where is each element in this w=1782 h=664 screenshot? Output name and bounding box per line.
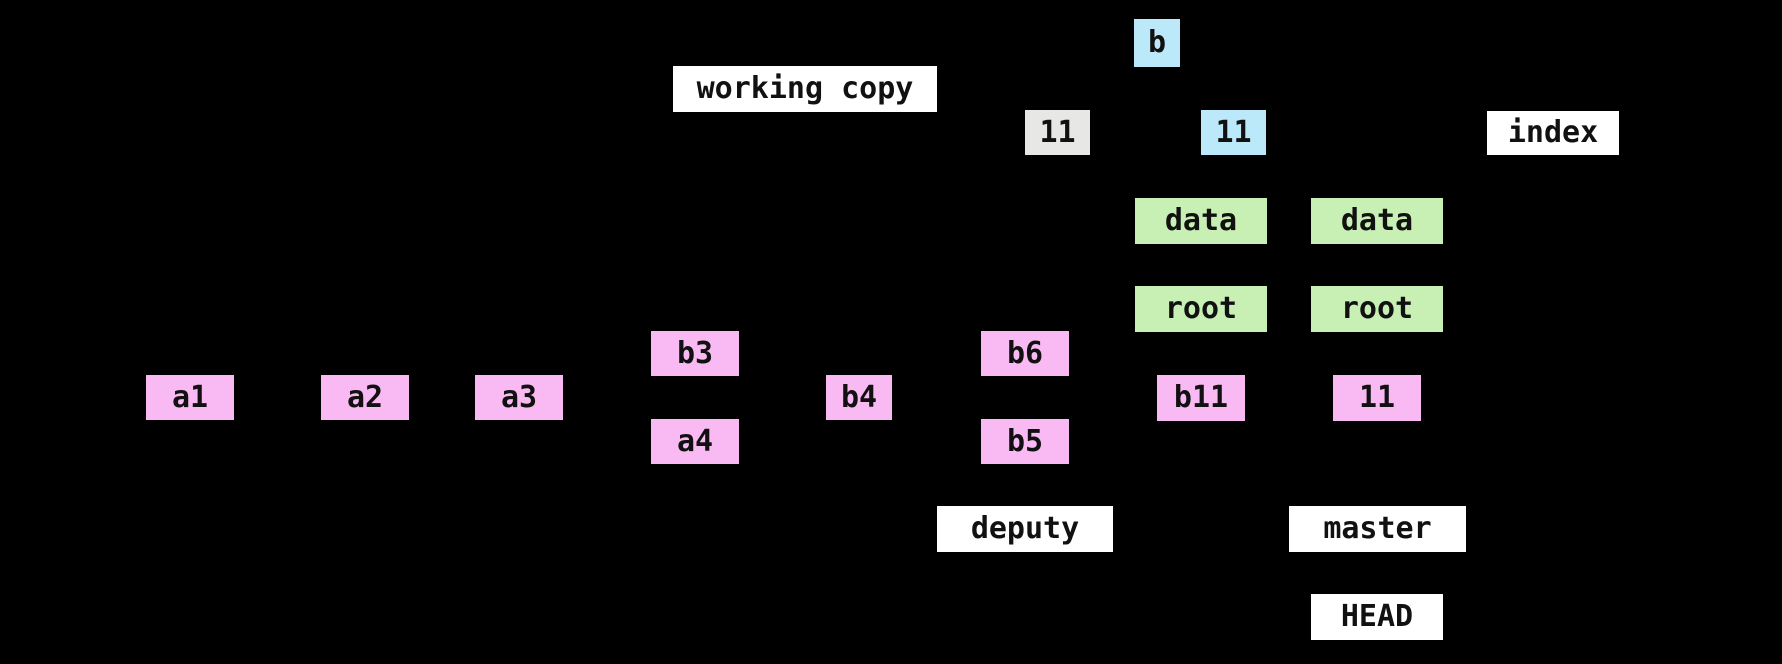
commit-node-b5: b5 [981,419,1069,464]
index-label: index [1487,111,1619,155]
head-label: HEAD [1311,594,1443,640]
tree-node-data-right: data [1311,198,1443,244]
working-copy-label: working copy [673,66,937,112]
commit-node-a1: a1 [146,375,234,420]
commit-node-b3: b3 [651,331,739,376]
master-branch-label: master [1289,506,1466,552]
commit-node-b11: b11 [1157,375,1245,421]
commit-node-a2: a2 [321,375,409,420]
commit-node-a3: a3 [475,375,563,420]
commit-node-b4: b4 [826,375,892,420]
tree-node-data-left: data [1135,198,1267,244]
tree-node-root-right: root [1311,286,1443,332]
deputy-branch-label: deputy [937,506,1113,552]
commit-node-a4: a4 [651,419,739,464]
blob-node-11-gray: 11 [1025,110,1090,155]
blob-node-11-blue: 11 [1201,110,1266,155]
commit-node-11: 11 [1333,375,1421,421]
blob-node-b: b [1134,19,1180,67]
commit-node-b6: b6 [981,331,1069,376]
tree-node-root-left: root [1135,286,1267,332]
